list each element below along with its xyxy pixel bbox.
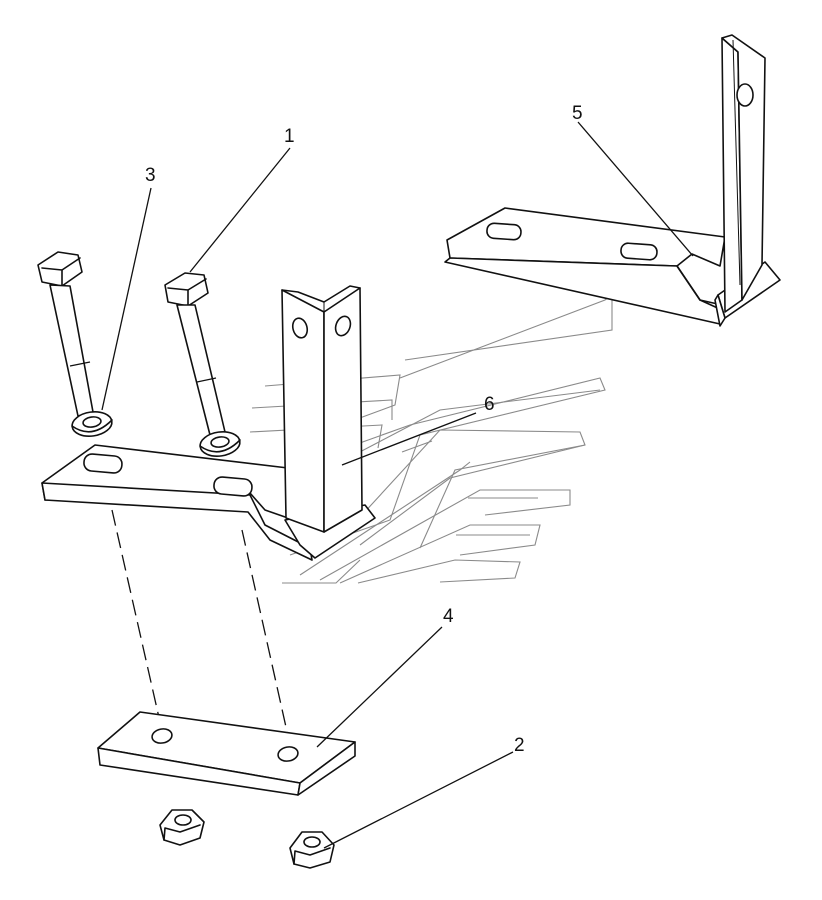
part-6-bracket <box>41 285 376 561</box>
callout-4: 4 <box>443 606 454 627</box>
part-2-nut-right <box>289 831 335 869</box>
part-1-bolt-left <box>37 251 94 417</box>
callout-3: 3 <box>145 165 156 186</box>
callout-labels: 1 2 3 4 5 6 <box>145 103 583 756</box>
part-2-nut-left <box>159 809 205 846</box>
assembly-center-lines <box>111 509 291 746</box>
part-3-washer-left <box>71 410 113 438</box>
part-1-bolt-right <box>164 272 226 436</box>
callout-5: 5 <box>572 103 583 124</box>
callout-1: 1 <box>284 126 295 147</box>
leader-lines <box>101 121 694 849</box>
callout-6: 6 <box>484 394 495 415</box>
part-3-washer-right <box>199 430 241 458</box>
callout-2: 2 <box>514 735 525 756</box>
part-4-clamp-plate <box>97 711 356 796</box>
part-5-bracket <box>444 34 781 327</box>
